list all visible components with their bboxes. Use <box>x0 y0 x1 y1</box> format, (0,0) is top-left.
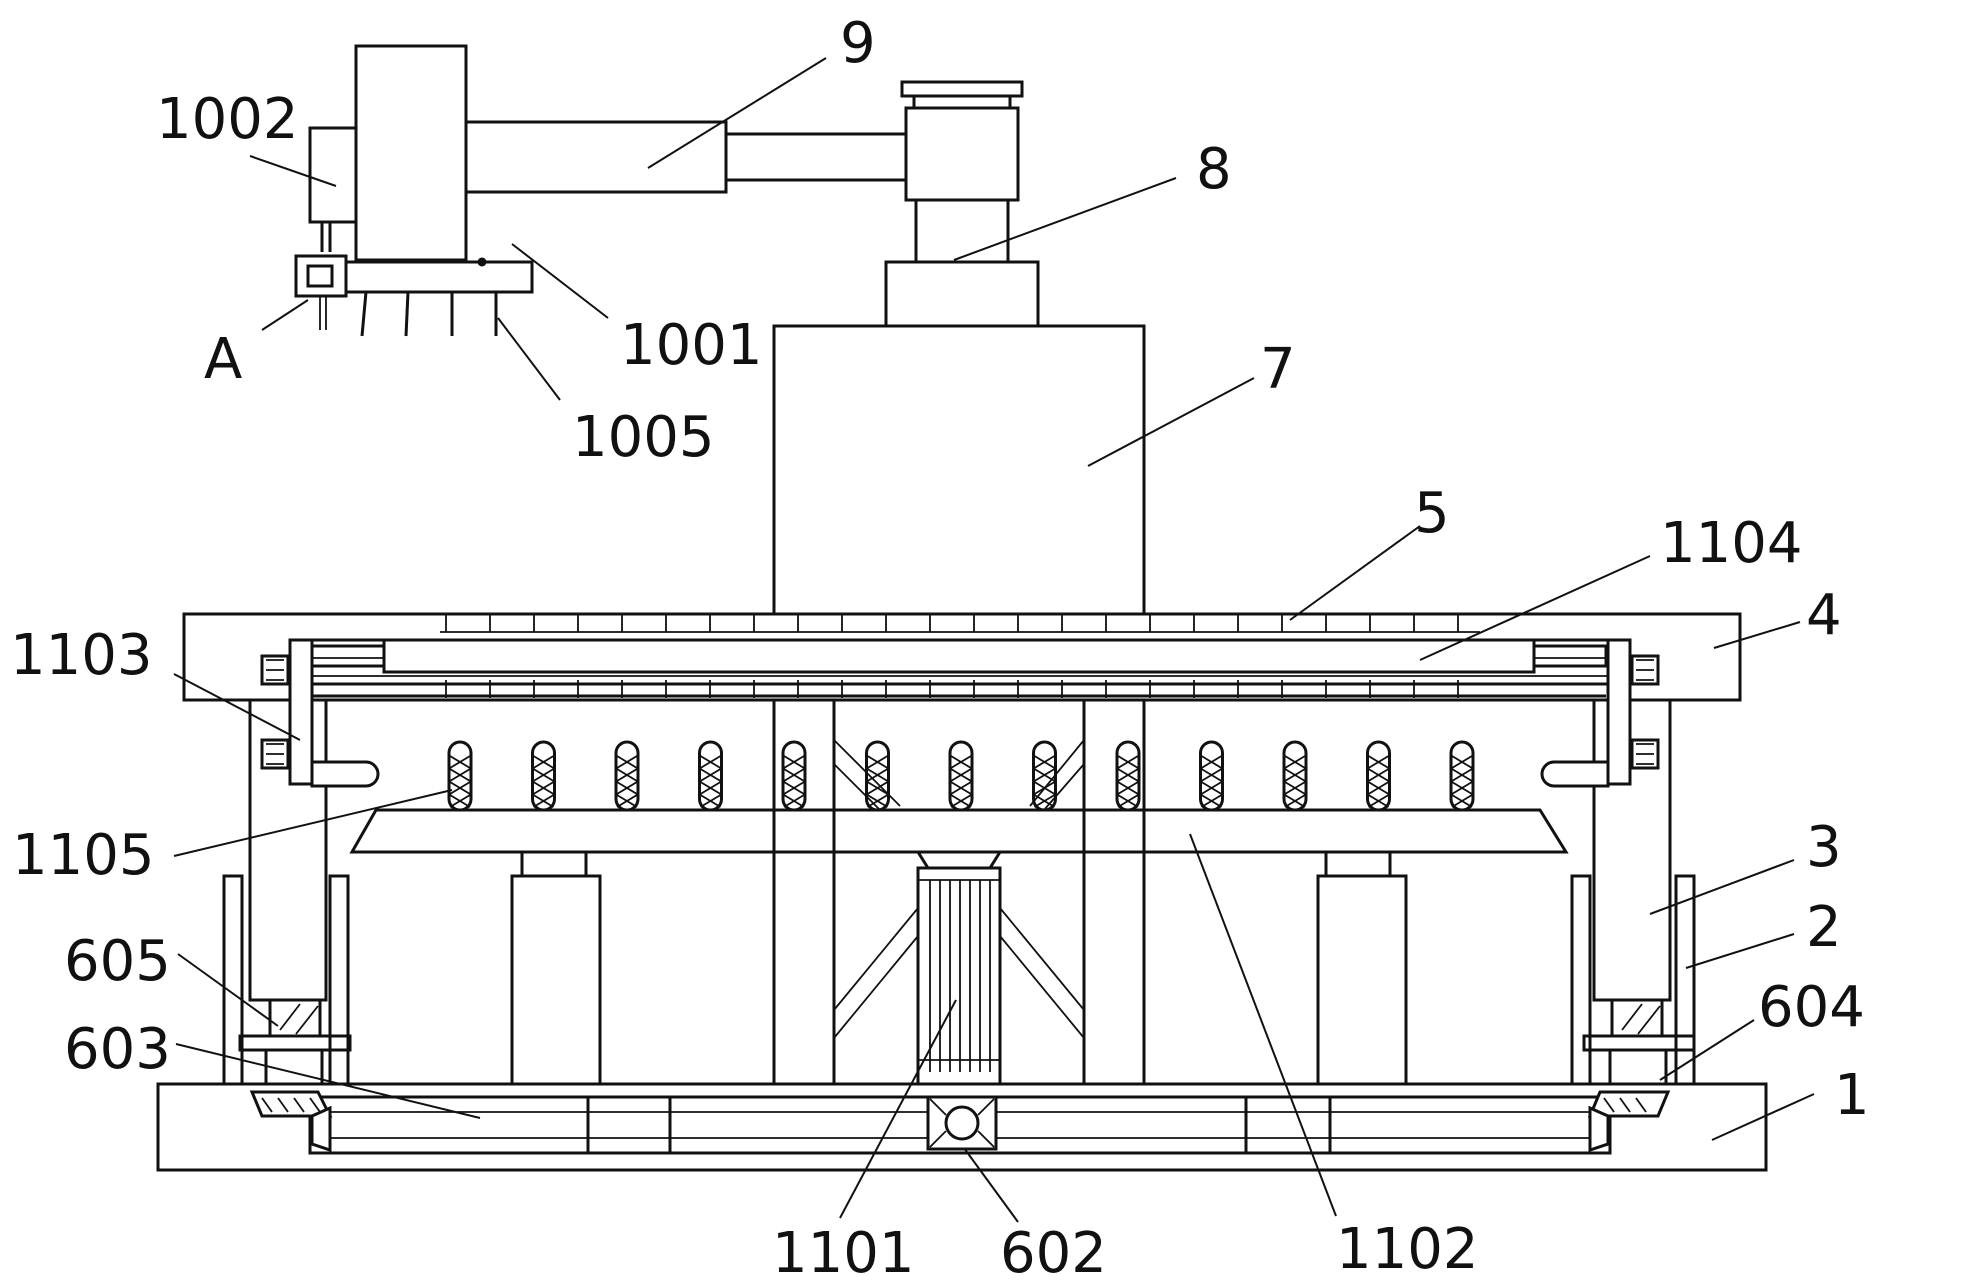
label-605: 605 <box>64 929 171 994</box>
label-1101: 1101 <box>772 1221 915 1282</box>
side-clamp-right <box>1540 638 1660 788</box>
label-3: 3 <box>1806 815 1842 880</box>
label-604: 604 <box>1758 975 1865 1040</box>
tower-7 <box>772 80 1146 616</box>
brush <box>1199 740 1224 812</box>
brush <box>865 740 890 812</box>
label-1104: 1104 <box>1660 511 1803 576</box>
brush <box>447 740 473 812</box>
center-gear-602 <box>926 1095 998 1151</box>
spray-head <box>294 44 534 337</box>
bevel-gear-right <box>1587 1090 1671 1153</box>
label-2: 2 <box>1806 895 1842 960</box>
brush <box>1449 740 1475 812</box>
brush <box>1282 740 1308 812</box>
label-8: 8 <box>1196 137 1232 202</box>
label-1102: 1102 <box>1336 1217 1479 1282</box>
brush <box>1115 740 1141 812</box>
bevel-gear-left <box>249 1090 333 1153</box>
brush <box>1366 740 1391 812</box>
label-603: 603 <box>64 1017 171 1082</box>
brush <box>781 740 807 812</box>
label-602: 602 <box>1000 1221 1107 1282</box>
inner-rails <box>310 638 1608 766</box>
label-A: A <box>204 327 242 392</box>
label-7: 7 <box>1260 337 1296 402</box>
label-5: 5 <box>1414 481 1450 546</box>
central-frame <box>772 700 1146 1084</box>
label-1103: 1103 <box>10 623 153 688</box>
motor-1101 <box>915 850 1003 1086</box>
brush-row <box>447 740 1475 812</box>
label-1001: 1001 <box>620 313 763 378</box>
label-1: 1 <box>1834 1063 1870 1128</box>
side-clamp-left <box>260 638 380 788</box>
label-1005: 1005 <box>572 405 715 470</box>
brush <box>948 740 974 812</box>
brush <box>614 740 640 812</box>
brush <box>531 740 556 812</box>
label-1105: 1105 <box>12 823 155 888</box>
label-9: 9 <box>840 11 876 76</box>
brush <box>698 740 723 812</box>
leader-lines <box>173 57 1815 1223</box>
reference-labels: 9 1002 8 1001 A 1005 7 5 1104 4 1103 110… <box>10 11 1870 1282</box>
platform-1102 <box>349 808 1569 1086</box>
label-4: 4 <box>1806 583 1842 648</box>
arm-9 <box>464 120 908 194</box>
label-1002: 1002 <box>156 87 299 152</box>
